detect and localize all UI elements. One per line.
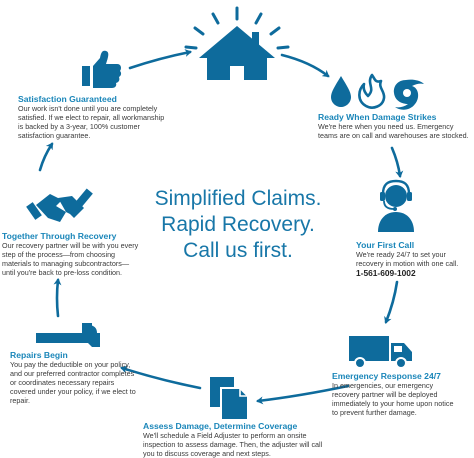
thumbs-up-icon (82, 50, 122, 88)
step-assess-title: Assess Damage, Determine Coverage (143, 421, 298, 431)
hurricane-icon (393, 79, 424, 110)
step-emergency-desc: In emergencies, our emergency recovery p… (332, 381, 454, 417)
step-damage: Ready When Damage Strikes We're here whe… (318, 112, 470, 140)
handshake-icon (26, 188, 93, 222)
documents-icon (210, 377, 249, 421)
step-call-title: Your First Call (356, 240, 415, 250)
step-damage-desc: We're here when you need us. Emergency t… (318, 122, 469, 140)
tagline-line-3: Call us first. (183, 239, 293, 262)
step-assess: Assess Damage, Determine Coverage We'll … (143, 421, 325, 458)
fire-icon (358, 73, 386, 109)
water-drop-icon (331, 76, 351, 107)
arrow-together-to-satisfaction (38, 142, 54, 172)
step-satisfaction-desc: Our work isn't done until you are comple… (18, 104, 165, 140)
arrow-emergency-to-assess (256, 384, 350, 405)
hammer-icon (36, 323, 100, 347)
step-emergency: Emergency Response 24/7 In emergencies, … (332, 371, 456, 417)
step-emergency-title: Emergency Response 24/7 (332, 371, 441, 381)
step-call-desc: We're ready 24/7 to set your recovery in… (356, 250, 459, 268)
headset-person-icon (378, 179, 414, 232)
step-satisfaction-title: Satisfaction Guaranteed (18, 94, 117, 104)
arrow-repairs-to-together (53, 278, 62, 318)
arrow-damage-to-call (390, 146, 404, 178)
house-with-rays-icon (184, 6, 290, 80)
arrow-assess-to-repairs (120, 365, 202, 390)
phone-number: 1-561-609-1002 (356, 268, 416, 278)
step-together-title: Together Through Recovery (2, 231, 117, 241)
step-satisfaction: Satisfaction Guaranteed Our work isn't d… (18, 94, 166, 140)
step-repairs-desc: You pay the deductible on your policy, a… (10, 360, 136, 405)
step-damage-title: Ready When Damage Strikes (318, 112, 437, 122)
tagline-line-2: Rapid Recovery. (161, 213, 315, 236)
step-together: Together Through Recovery Our recovery p… (2, 231, 140, 277)
step-repairs-title: Repairs Begin (10, 350, 68, 360)
arrow-house-to-damage (280, 53, 330, 78)
step-call: Your First Call We're ready 24/7 to set … (356, 240, 472, 278)
arrow-call-to-emergency (384, 280, 399, 324)
step-assess-desc: We'll schedule a Field Adjuster to perfo… (143, 431, 323, 458)
step-together-desc: Our recovery partner will be with you ev… (2, 241, 139, 277)
center-tagline: Simplified Claims. Rapid Recovery. Call … (120, 186, 356, 264)
truck-icon (349, 336, 412, 369)
tagline-line-1: Simplified Claims. (154, 187, 322, 210)
step-repairs: Repairs Begin You pay the deductible on … (10, 350, 136, 405)
arrow-satisfaction-to-house (128, 49, 192, 70)
